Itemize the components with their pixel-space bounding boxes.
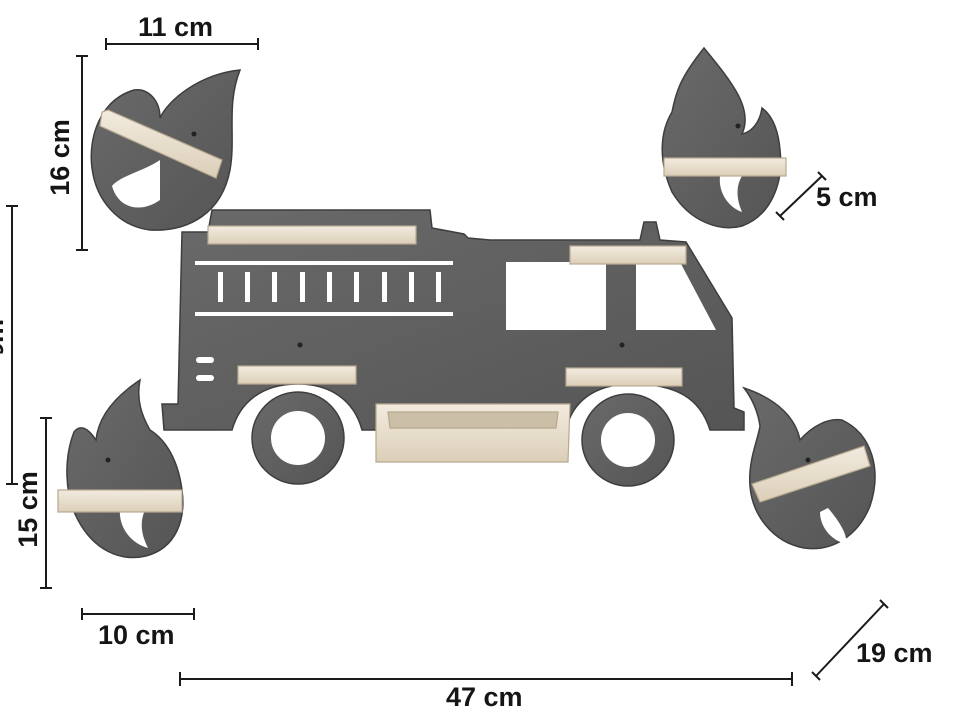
shelf-top: [207, 225, 417, 245]
shelf-middle-left: [237, 365, 357, 385]
dim-label-bottom-left-height: 15 cm: [12, 471, 43, 548]
ladder-rail-top: [195, 261, 453, 265]
flame-top-right: [661, 46, 787, 229]
dimension-lines: [6, 38, 889, 686]
flame-shelf: [663, 157, 787, 177]
flame-bottom-left: [57, 378, 184, 559]
cab-window: [506, 262, 606, 330]
screw-hole: [297, 342, 303, 348]
windshield: [636, 262, 716, 330]
rear-wheel: [251, 391, 345, 485]
dim-label-top-left-height: 16 cm: [44, 119, 75, 196]
flame-shelf: [99, 109, 223, 179]
ladder-rungs: [218, 272, 441, 302]
front-wheel: [581, 393, 675, 487]
fire-truck-shelf: [161, 209, 745, 487]
ladder-rail-bottom: [195, 312, 453, 316]
flame-shelf: [751, 445, 871, 503]
flame-bottom-right: [741, 386, 876, 550]
shelf-cab: [569, 245, 687, 265]
shelf-middle-right: [565, 367, 683, 387]
flame-top-left: [90, 69, 242, 231]
dim-label-bottom-left-width: 10 cm: [98, 620, 175, 650]
dim-label-top-left-width: 11 cm: [138, 12, 214, 42]
screw-hole: [619, 342, 625, 348]
shelf-box-inner: [387, 411, 559, 429]
flame-shelf: [57, 489, 183, 513]
grille-slot: [196, 375, 214, 381]
grille-slot: [196, 357, 214, 363]
dim-label-truck-width: 47 cm: [446, 682, 523, 712]
wood-shelves: [207, 225, 687, 463]
dim-label-top-right-depth: 5 cm: [816, 182, 878, 212]
dim-label-truck-depth: 19 cm: [856, 638, 933, 668]
